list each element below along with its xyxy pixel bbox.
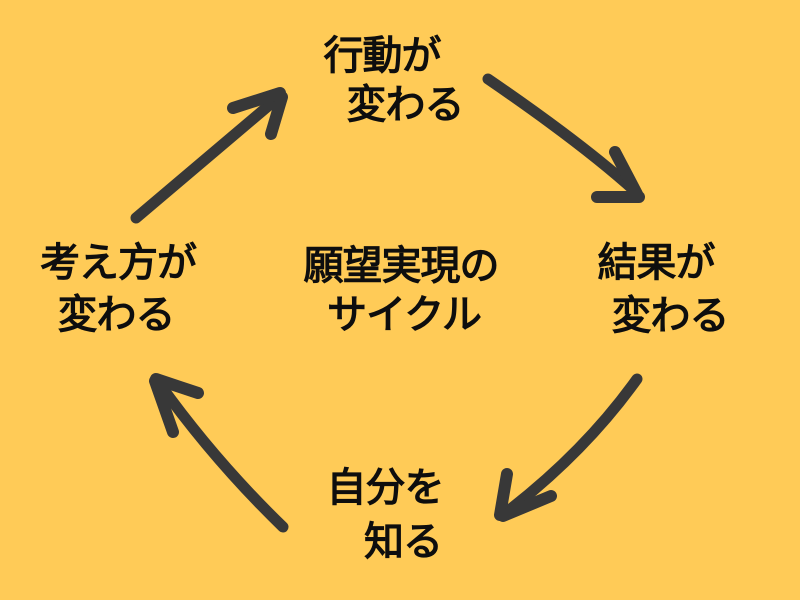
arrow-down-left-icon — [494, 373, 643, 522]
arrow-up-left-icon — [149, 373, 289, 533]
node-results-change-line1: 結果が — [597, 240, 716, 286]
arrow-down-right-icon — [482, 73, 645, 203]
node-thinking-changes-line2: 変わる — [57, 292, 176, 338]
node-results-change-line2: 変わる — [611, 293, 730, 339]
diagram-title-line2: サイクル — [327, 292, 482, 338]
arrow-up-right-icon — [130, 87, 288, 224]
node-know-yourself-line2: 知る — [364, 519, 443, 565]
node-behavior-changes-line1: 行動が — [323, 33, 442, 79]
diagram-title-line1: 願望実現の — [303, 243, 500, 289]
node-behavior-changes-line2: 変わる — [346, 82, 465, 128]
node-thinking-changes-line1: 考え方が — [40, 240, 197, 286]
node-know-yourself-line1: 自分を — [326, 465, 445, 511]
